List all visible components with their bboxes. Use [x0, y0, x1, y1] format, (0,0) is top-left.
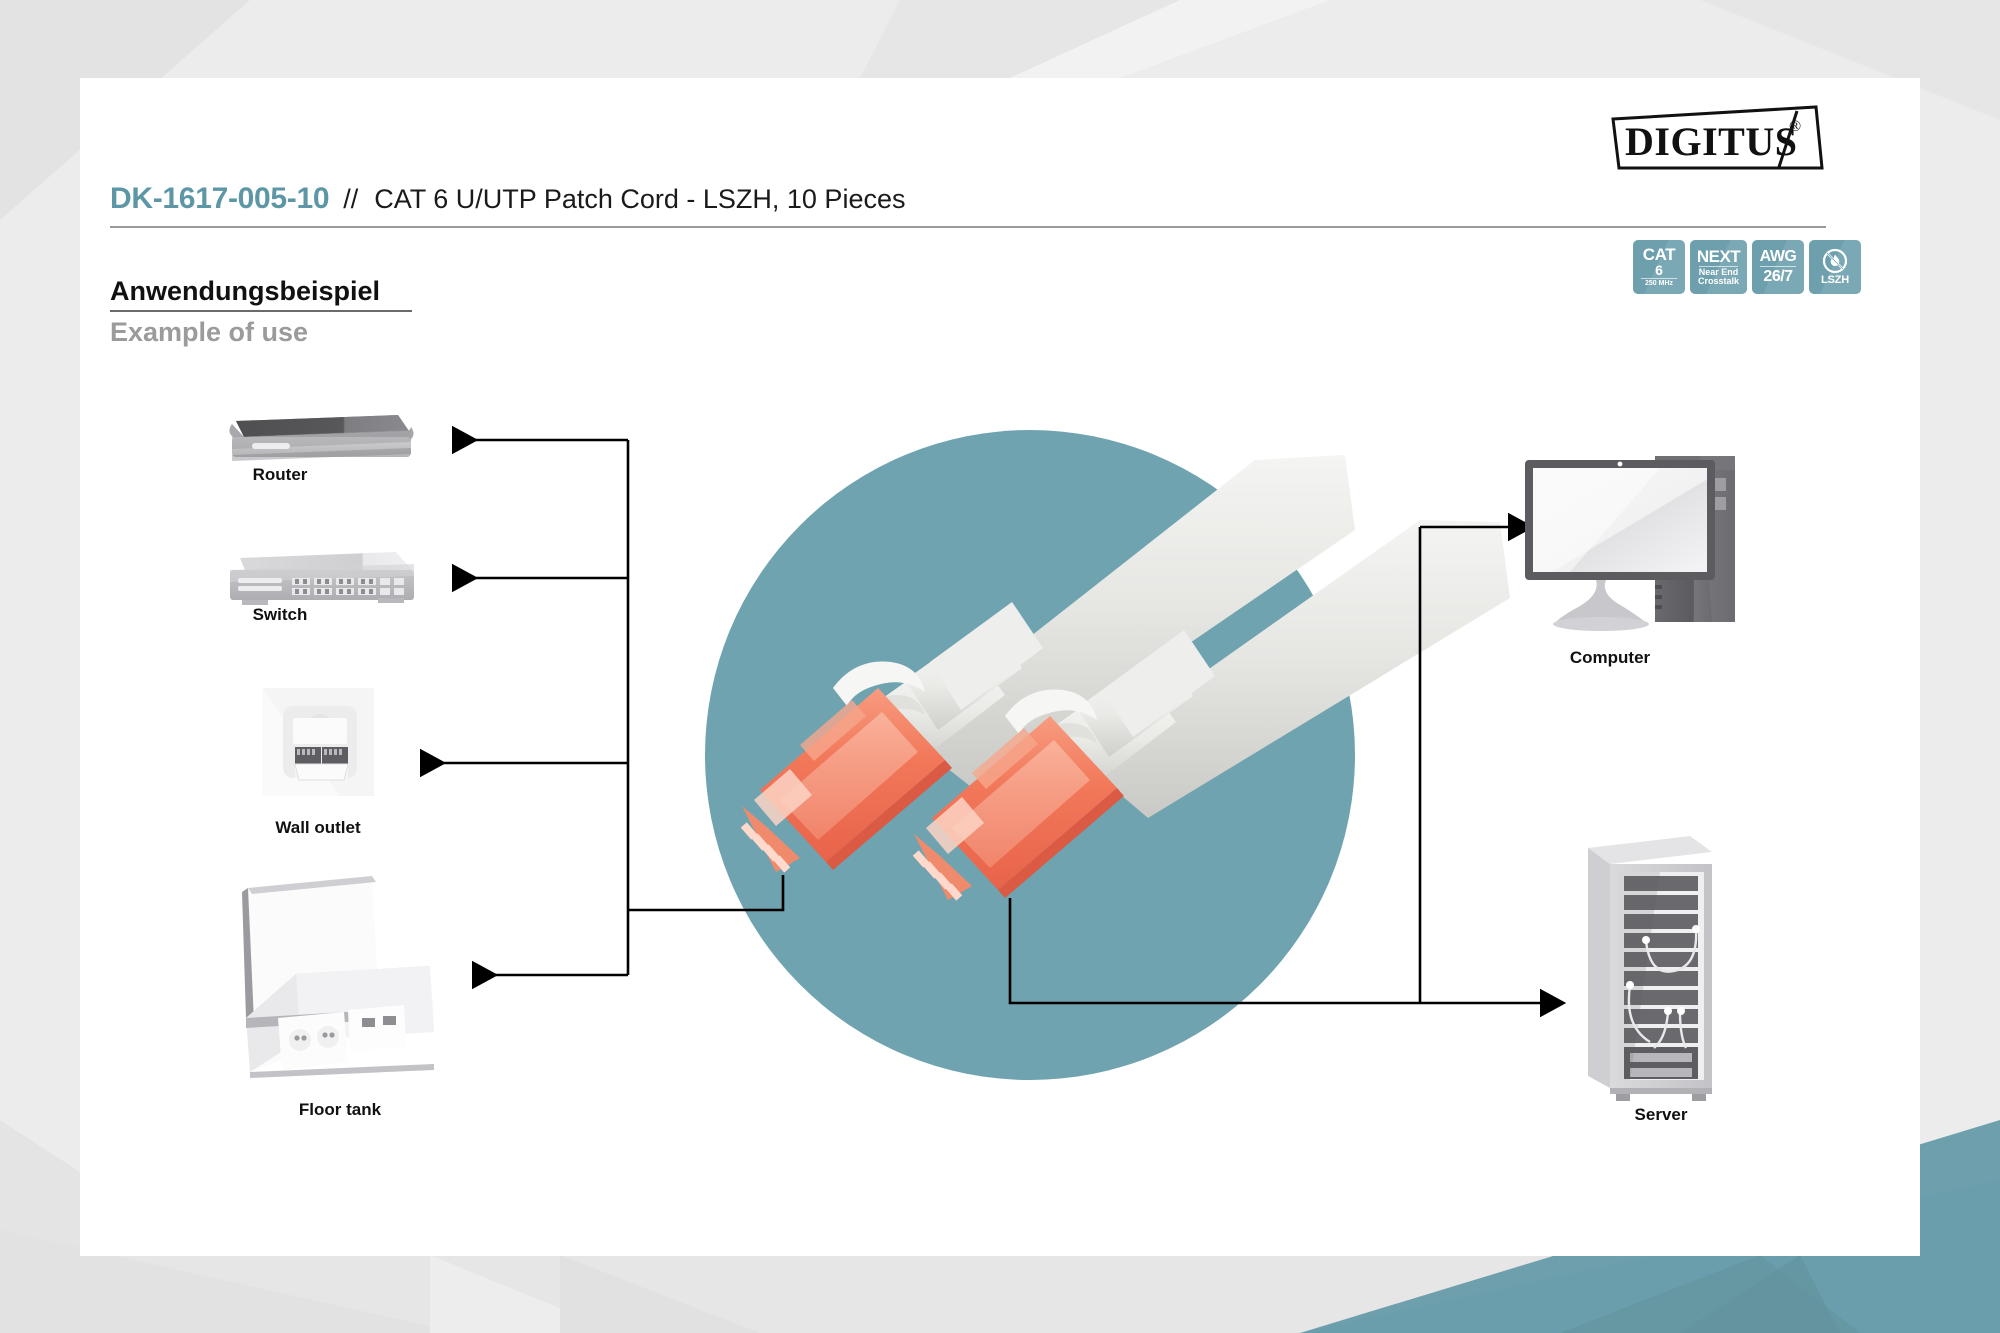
badge-next-sub2: Crosstalk — [1697, 276, 1740, 286]
title-separator: // — [343, 184, 359, 214]
badge-cat6: CAT 6 250 MHz — [1633, 240, 1685, 294]
badge-awg: AWG 26/7 — [1752, 240, 1804, 294]
badge-awg-line2: 26/7 — [1763, 268, 1793, 285]
section-heading-underline — [110, 310, 412, 312]
device-label-router: Router — [252, 465, 308, 484]
device-label-server: Server — [1634, 1105, 1688, 1124]
product-sku: DK-1617-005-10 — [110, 182, 330, 215]
badge-divider — [1760, 266, 1796, 267]
badge-cat6-line1: CAT — [1642, 244, 1676, 264]
device-label-switch: Switch — [252, 605, 308, 624]
header-divider — [110, 226, 1826, 228]
badge-lszh-label: LSZH — [1821, 274, 1849, 286]
digitus-logo: DIGITUS ® — [1611, 105, 1824, 170]
badge-cat6-line2: 6 — [1655, 261, 1663, 278]
badge-next: NEXT Near End Crosstalk — [1690, 240, 1747, 294]
badge-next-line1: NEXT — [1696, 246, 1741, 266]
badge-divider — [1698, 265, 1739, 267]
certification-badges: CAT 6 250 MHz NEXT Near End Crosstalk AW… — [1633, 240, 1861, 294]
badge-awg-line1: AWG — [1759, 248, 1797, 265]
product-description: CAT 6 U/UTP Patch Cord - LSZH, 10 Pieces — [374, 184, 906, 214]
no-flame-icon — [1822, 248, 1848, 274]
section-heading-en: Example of use — [110, 317, 309, 347]
device-label-wall-outlet: Wall outlet — [275, 818, 361, 837]
device-label-floor-tank: Floor tank — [298, 1100, 382, 1119]
device-label-computer: Computer — [1569, 648, 1651, 667]
badge-divider — [1641, 277, 1677, 279]
badge-cat6-sub: 250 MHz — [1644, 279, 1673, 287]
badge-lszh: LSZH — [1809, 240, 1861, 294]
badge-next-sub1: Near End — [1698, 266, 1739, 277]
digitus-logo-text: DIGITUS — [1625, 119, 1797, 164]
section-heading-de: Anwendungsbeispiel — [110, 276, 381, 306]
page-title: DK-1617-005-10 // CAT 6 U/UTP Patch Cord -… — [110, 182, 1670, 222]
